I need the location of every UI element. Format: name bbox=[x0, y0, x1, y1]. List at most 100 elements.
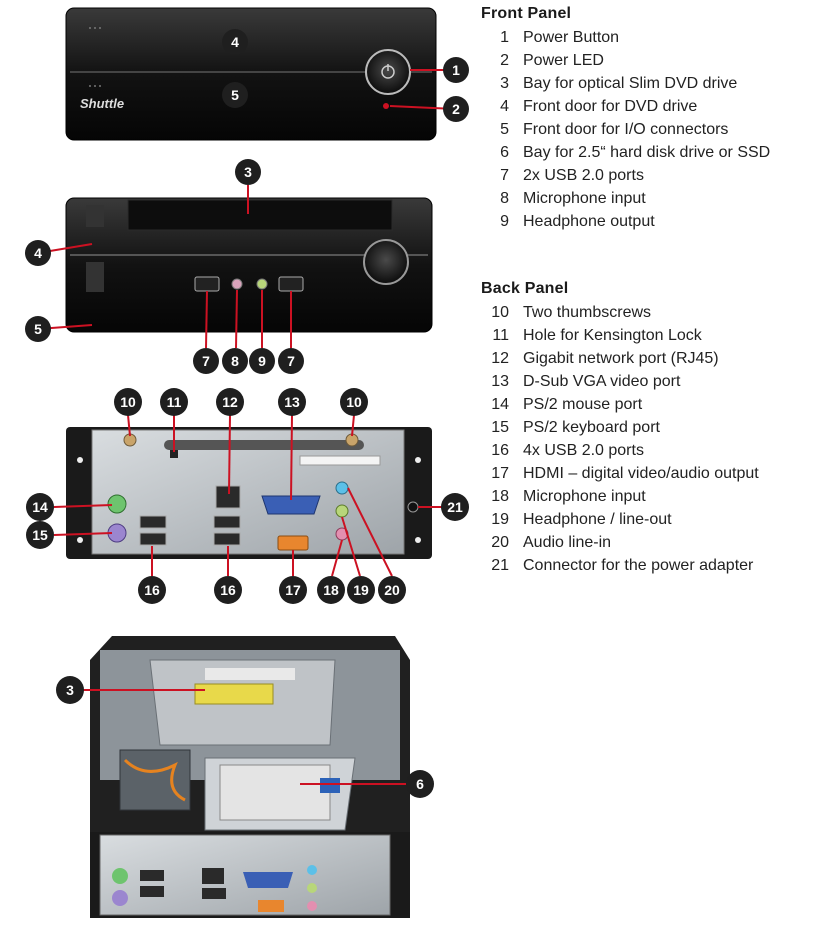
legend-number: 5 bbox=[500, 121, 509, 138]
callout: 17 bbox=[279, 576, 307, 604]
usb-port-icon bbox=[278, 276, 304, 292]
usb-port-icon bbox=[194, 276, 220, 292]
front-view-closed: Shuttle 4 5 1 2 bbox=[65, 7, 469, 141]
svg-text:4: 4 bbox=[34, 245, 42, 261]
svg-text:16: 16 bbox=[144, 582, 160, 598]
legend-item: 5 Front door for I/O connectors bbox=[481, 118, 831, 141]
svg-text:13: 13 bbox=[284, 394, 300, 410]
legend-label: Gigabit network port (RJ45) bbox=[523, 350, 719, 367]
legend-number: 17 bbox=[491, 465, 509, 482]
legend-label: 4x USB 2.0 ports bbox=[523, 442, 644, 459]
callout: 16 bbox=[214, 576, 242, 604]
legend-item: 20 Audio line-in bbox=[481, 531, 831, 554]
power-button-icon bbox=[365, 49, 411, 95]
brand-logo: Shuttle bbox=[80, 96, 124, 111]
back-view: 10 11 12 13 10 14 15 21 16 16 17 18 19 2… bbox=[26, 388, 469, 604]
front-view-open: 3 4 5 7 8 9 7 bbox=[25, 159, 433, 374]
legend-number: 19 bbox=[491, 511, 509, 528]
svg-text:3: 3 bbox=[66, 682, 74, 698]
svg-text:16: 16 bbox=[220, 582, 236, 598]
line-in-jack-icon bbox=[335, 481, 349, 495]
usb-port-icon bbox=[139, 515, 167, 529]
legend-item: 18 Microphone input bbox=[481, 485, 831, 508]
power-led-icon bbox=[383, 103, 389, 109]
ps2-mouse-port-icon bbox=[107, 494, 127, 514]
power-connector-icon bbox=[407, 501, 419, 513]
legend-number: 11 bbox=[492, 327, 509, 344]
callout: 9 bbox=[249, 348, 275, 374]
legend-label: Connector for the power adapter bbox=[523, 557, 754, 574]
interior-view: 3 6 bbox=[56, 636, 434, 918]
legend-item: 21 Connector for the power adapter bbox=[481, 554, 831, 577]
callout: 14 bbox=[26, 493, 54, 521]
legend-label: Bay for optical Slim DVD drive bbox=[523, 75, 738, 92]
svg-text:1: 1 bbox=[452, 62, 460, 78]
callout: 13 bbox=[278, 388, 306, 416]
legend-label: D-Sub VGA video port bbox=[523, 373, 681, 390]
svg-text:7: 7 bbox=[287, 353, 295, 369]
legend-number: 14 bbox=[491, 396, 509, 413]
legend-label: Front door for DVD drive bbox=[523, 98, 698, 115]
legend-label: Audio line-in bbox=[523, 534, 612, 551]
callout: 1 bbox=[443, 57, 469, 83]
svg-text:19: 19 bbox=[353, 582, 369, 598]
legend-number: 9 bbox=[500, 213, 509, 230]
legend-item: 17 HDMI – digital video/audio output bbox=[481, 462, 831, 485]
legend-label: Microphone input bbox=[523, 488, 646, 505]
svg-text:11: 11 bbox=[167, 394, 182, 410]
microphone-jack-icon bbox=[231, 278, 243, 290]
legend-item: 9 Headphone output bbox=[481, 210, 831, 233]
legend-number: 10 bbox=[491, 304, 509, 321]
legend-label: Headphone output bbox=[523, 213, 655, 230]
legend-number: 18 bbox=[491, 488, 509, 505]
svg-text:10: 10 bbox=[120, 394, 136, 410]
callout: 19 bbox=[347, 576, 375, 604]
legend-number: 2 bbox=[500, 52, 509, 69]
ethernet-port-icon bbox=[215, 485, 241, 509]
svg-text:3: 3 bbox=[244, 164, 252, 180]
callout: 5 bbox=[222, 82, 248, 108]
legend-label: Power Button bbox=[523, 29, 620, 46]
legend-label: Front door for I/O connectors bbox=[523, 121, 729, 138]
legend-number: 20 bbox=[491, 534, 509, 551]
callout: 4 bbox=[222, 29, 248, 55]
legend-number: 21 bbox=[491, 557, 509, 574]
svg-text:9: 9 bbox=[258, 353, 266, 369]
headphone-jack-icon bbox=[256, 278, 268, 290]
legend-item: 4 Front door for DVD drive bbox=[481, 95, 831, 118]
usb-port-icon bbox=[213, 515, 241, 529]
callout: 21 bbox=[441, 493, 469, 521]
legend-number: 7 bbox=[500, 167, 509, 184]
legend-number: 15 bbox=[491, 419, 509, 436]
callout: 4 bbox=[25, 240, 51, 266]
callout: 7 bbox=[278, 348, 304, 374]
svg-text:6: 6 bbox=[416, 776, 424, 792]
callout: 16 bbox=[138, 576, 166, 604]
hdmi-port-icon bbox=[277, 535, 309, 551]
svg-text:18: 18 bbox=[323, 582, 339, 598]
callout: 3 bbox=[56, 676, 84, 704]
legend-number: 4 bbox=[500, 98, 509, 115]
svg-text:20: 20 bbox=[384, 582, 400, 598]
callout: 15 bbox=[26, 521, 54, 549]
legend-item: 16 4x USB 2.0 ports bbox=[481, 439, 831, 462]
legend-number: 1 bbox=[500, 29, 509, 46]
legend-number: 3 bbox=[500, 75, 509, 92]
vga-port-icon bbox=[261, 495, 321, 515]
legend-label: HDMI – digital video/audio output bbox=[523, 465, 759, 482]
legend-number: 16 bbox=[491, 442, 509, 459]
callout: 11 bbox=[160, 388, 188, 416]
legend-item: 1 Power Button bbox=[481, 26, 831, 49]
product-diagram: Shuttle 4 5 1 2 3 bbox=[25, 7, 469, 918]
callout: 10 bbox=[340, 388, 368, 416]
callout: 6 bbox=[406, 770, 434, 798]
usb-port-icon bbox=[139, 532, 167, 546]
legend-label: Microphone input bbox=[523, 190, 646, 207]
